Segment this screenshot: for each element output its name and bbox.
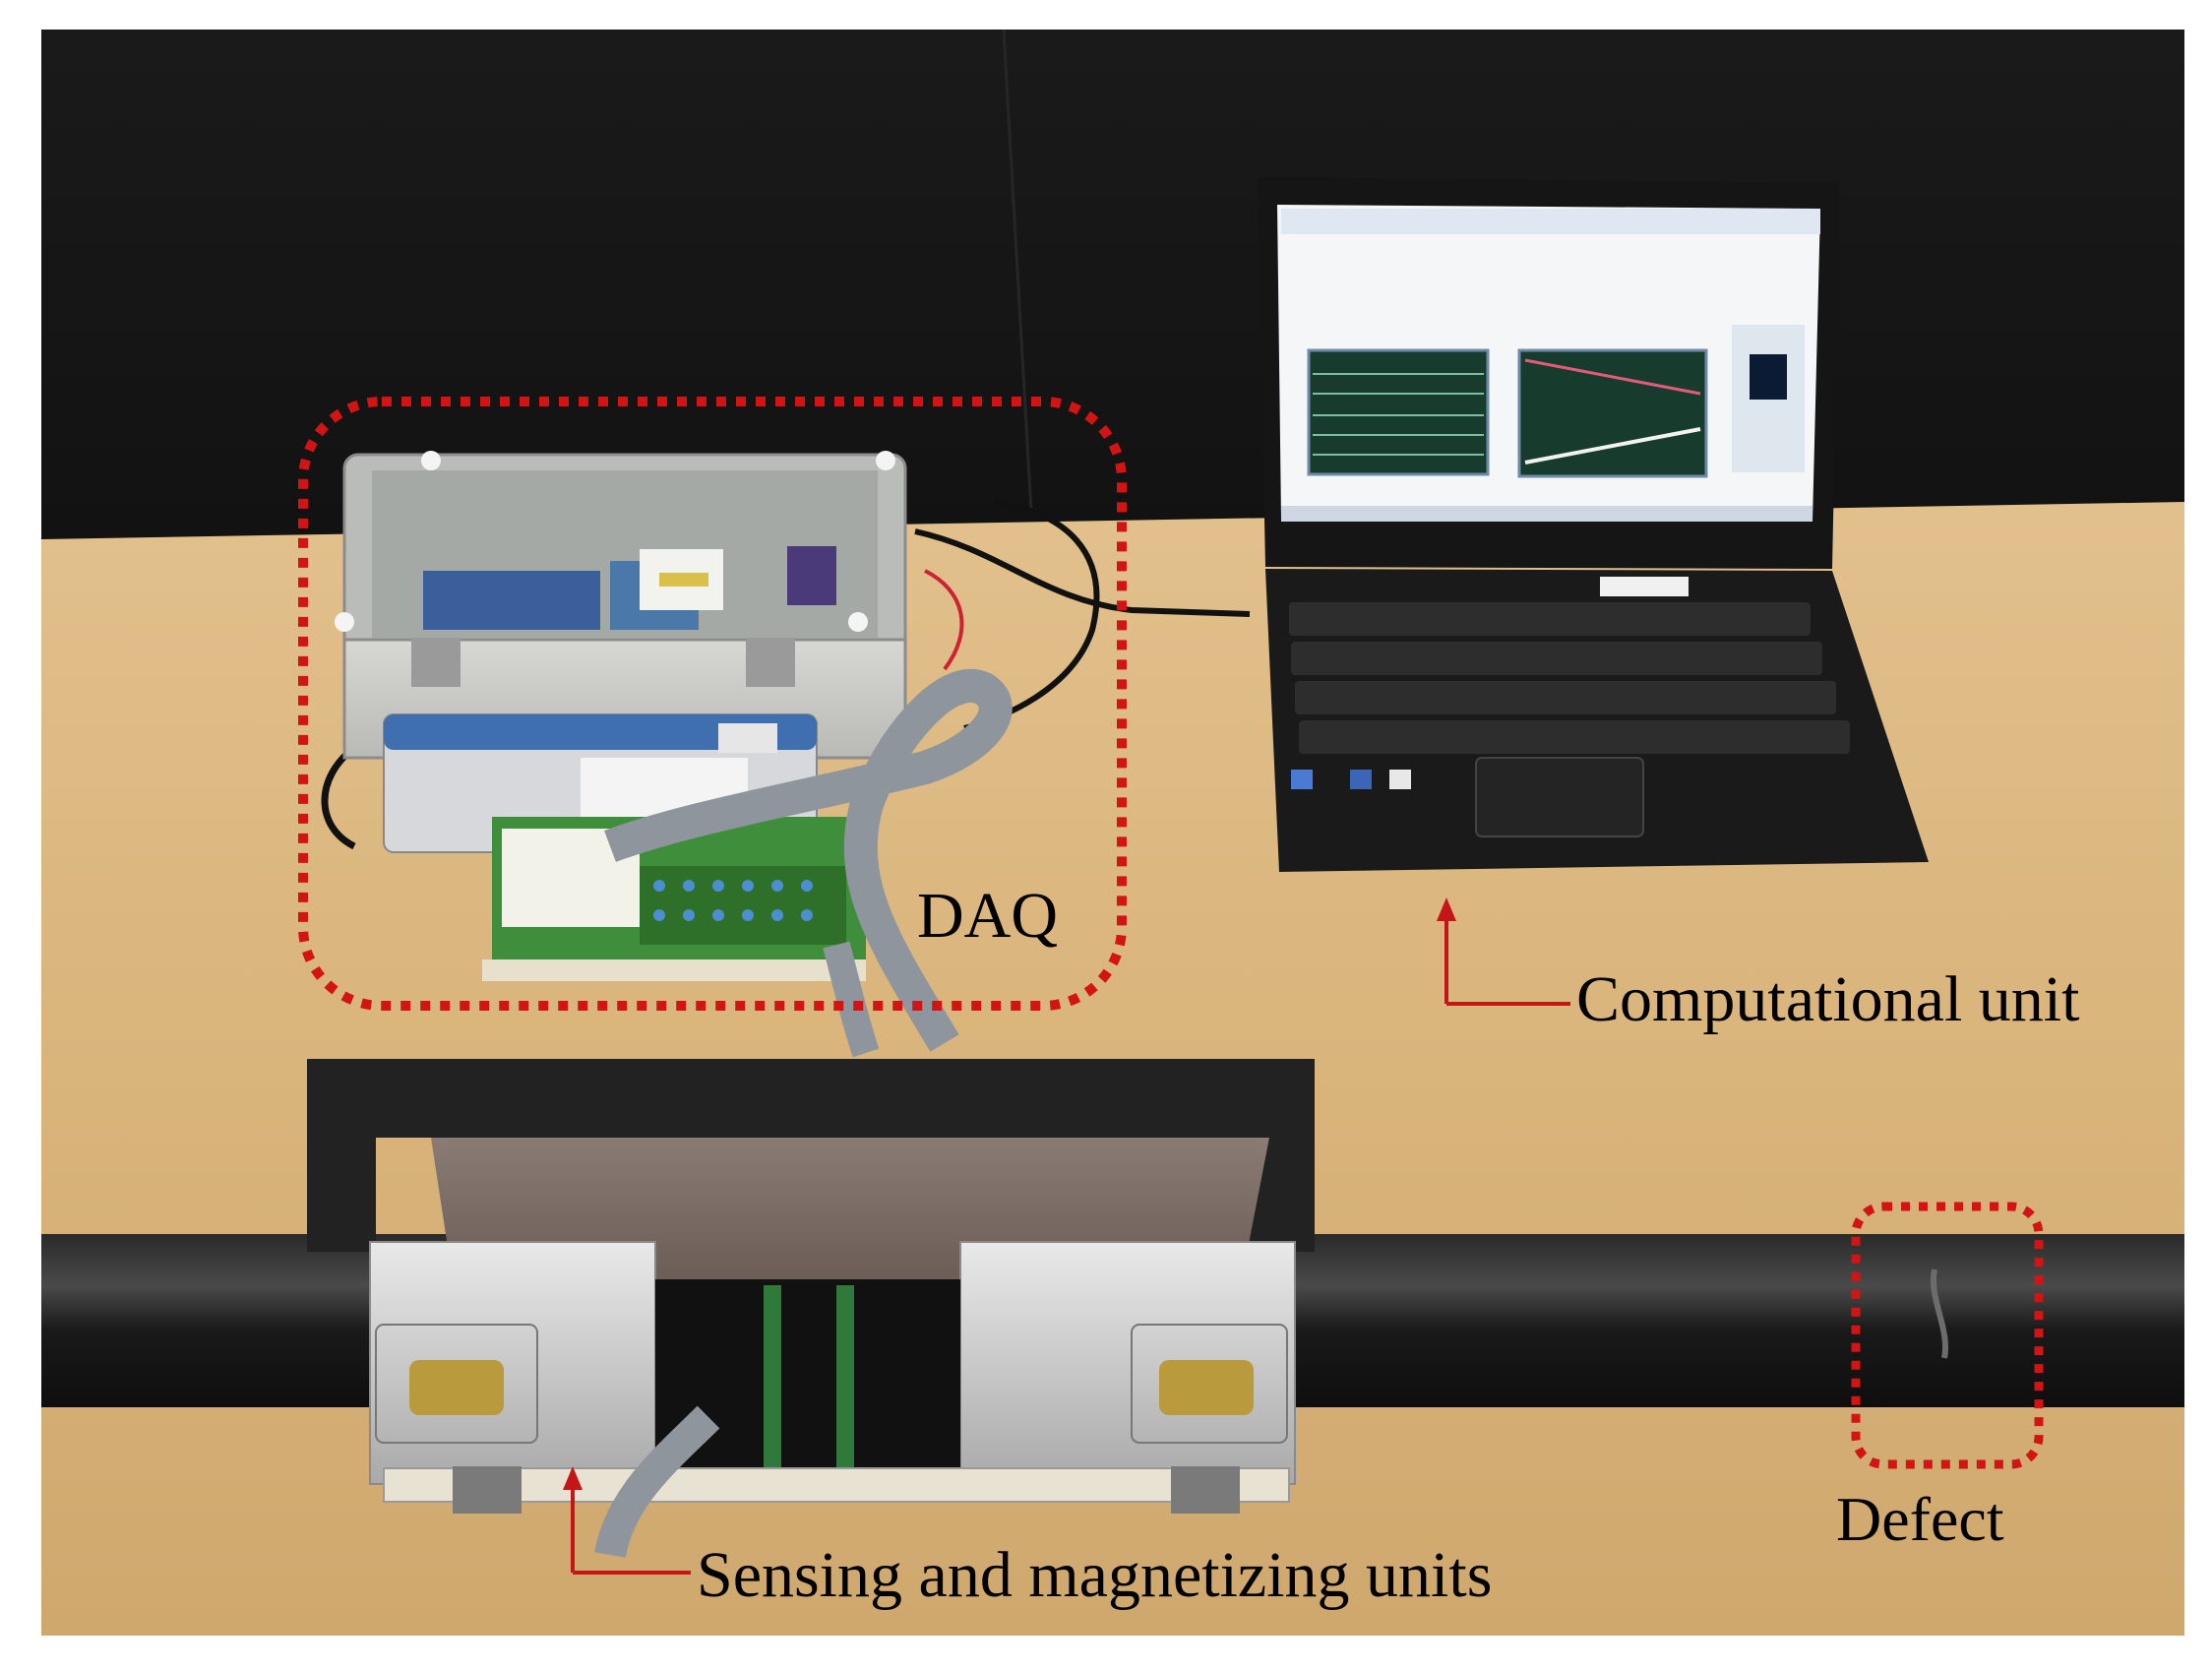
computational-unit-label: Computational unit bbox=[1576, 963, 2080, 1035]
screen-graph-left bbox=[1307, 348, 1490, 476]
computational-unit-arrow bbox=[1444, 907, 1570, 1006]
daq-label: DAQ bbox=[917, 880, 1058, 952]
defect-highlight-box bbox=[1851, 1202, 2044, 1469]
defect-label: Defect bbox=[1836, 1484, 2004, 1554]
laptop bbox=[1258, 177, 1929, 872]
magnetizing-yoke bbox=[307, 1059, 1315, 1559]
sensing-units-label: Sensing and magnetizing units bbox=[697, 1539, 1493, 1611]
arrowhead-up bbox=[1437, 897, 1456, 921]
daq-enclosure bbox=[321, 451, 1251, 1058]
daq-highlight-box bbox=[298, 397, 1127, 1011]
defect-crack bbox=[1930, 1269, 1949, 1359]
screen-graph-right bbox=[1517, 348, 1708, 478]
sensing-units-arrow bbox=[571, 1476, 691, 1575]
arrowhead-up-2 bbox=[563, 1466, 583, 1490]
